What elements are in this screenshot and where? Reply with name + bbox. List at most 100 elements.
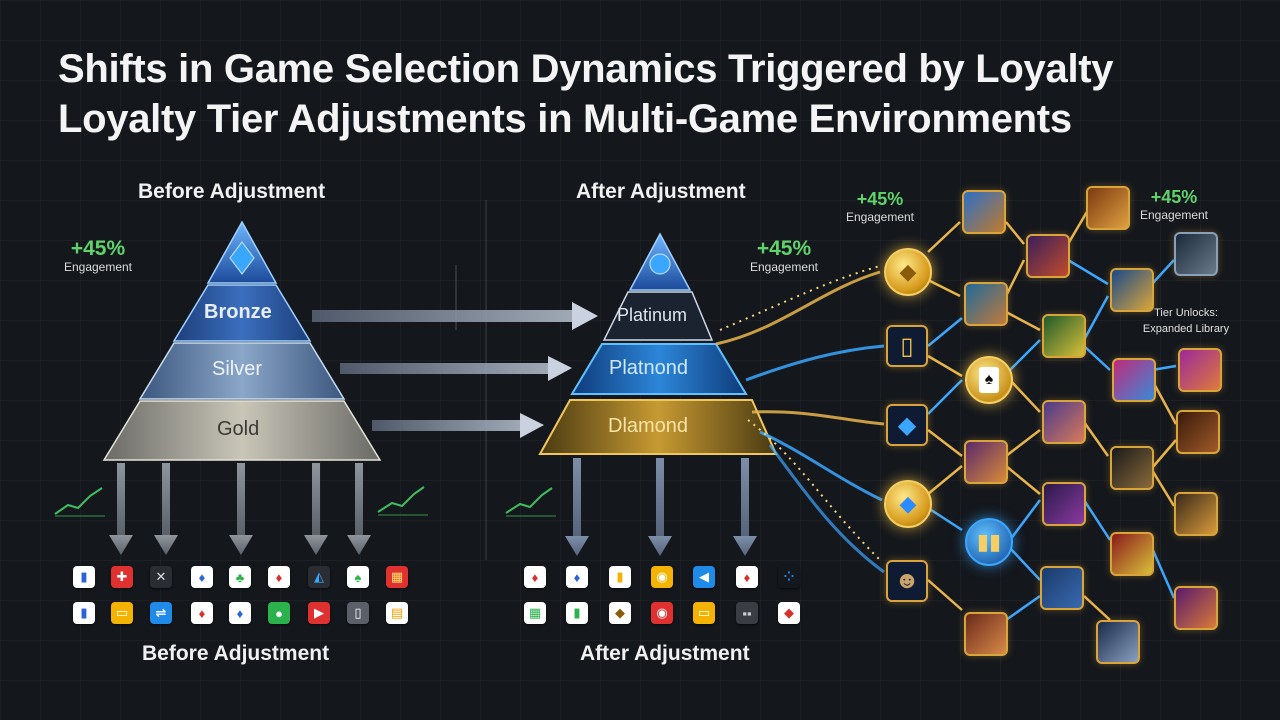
sapphire-icon[interactable]: ◆ <box>886 404 928 446</box>
card-game-icon[interactable]: ▯ <box>347 602 369 624</box>
card-game-icon[interactable]: ▮ <box>73 566 95 588</box>
before-pyramid <box>102 220 382 461</box>
card-game-icon[interactable]: ▮ <box>73 602 95 624</box>
engagement-network-right: +45% Engagement <box>1136 186 1212 222</box>
game-thumbnail[interactable] <box>1042 482 1086 526</box>
card-game-icon[interactable]: ▦ <box>386 566 408 588</box>
card-game-icon[interactable]: ● <box>268 602 290 624</box>
engagement-value: +45% <box>70 237 126 260</box>
note-line-1: Tier Unlocks: <box>1154 307 1218 319</box>
diamond-icon <box>229 241 255 275</box>
engagement-caption: Engagement <box>1139 208 1209 222</box>
game-thumbnail[interactable] <box>1086 186 1130 230</box>
game-thumbnail[interactable] <box>1040 566 1084 610</box>
game-thumbnail[interactable] <box>964 440 1008 484</box>
trend-line-icon <box>54 487 103 515</box>
card-game-icon[interactable]: ▭ <box>693 602 715 624</box>
engagement-caption: Engagement <box>749 260 819 274</box>
engagement-value: +45% <box>1150 187 1198 207</box>
card-game-icon[interactable]: ▤ <box>386 602 408 624</box>
title-line-1: Shifts in Game Selection Dynamics Trigge… <box>58 47 1114 91</box>
engagement-value: +45% <box>756 237 812 260</box>
card-game-icon[interactable]: ✚ <box>111 566 133 588</box>
game-tile-icon[interactable]: ▯ <box>886 325 928 367</box>
game-thumbnail[interactable] <box>1096 620 1140 664</box>
after-footer: After Adjustment <box>580 642 750 665</box>
before-footer: Before Adjustment <box>142 642 330 665</box>
after-pyramid <box>538 232 778 455</box>
game-thumbnail[interactable] <box>964 612 1008 656</box>
card-hub-icon[interactable]: ♠ <box>965 356 1013 404</box>
card-game-icon[interactable]: ♦ <box>524 566 546 588</box>
card-game-icon[interactable]: ▭ <box>111 602 133 624</box>
game-thumbnail[interactable] <box>1178 348 1222 392</box>
sapphire-hub-icon[interactable]: ◆ <box>884 480 932 528</box>
game-thumbnail[interactable] <box>1174 492 1218 536</box>
before-down-arrows <box>109 463 371 555</box>
tier-dlamond-label: Dlamond <box>608 415 689 437</box>
game-thumbnail[interactable] <box>1110 268 1154 312</box>
card-game-icon[interactable]: ♦ <box>191 566 213 588</box>
coin-stack-icon[interactable]: ▮▮ <box>965 518 1013 566</box>
card-game-icon[interactable]: ♦ <box>191 602 213 624</box>
engagement-network-left: +45% Engagement <box>842 188 918 224</box>
game-thumbnail[interactable] <box>1042 400 1086 444</box>
page-title: Shifts in Game Selection Dynamics Trigge… <box>58 44 1238 144</box>
card-game-icon[interactable]: ▮ <box>609 566 631 588</box>
gold-hub-icon[interactable]: ◆ <box>884 248 932 296</box>
card-game-icon[interactable]: ♦ <box>268 566 290 588</box>
network-links <box>927 209 1178 622</box>
game-thumbnail[interactable] <box>1174 232 1218 276</box>
game-thumbnail[interactable] <box>1112 358 1156 402</box>
tier-silver-band <box>138 342 346 400</box>
card-game-icon[interactable]: ▪▪ <box>736 602 758 624</box>
card-game-icon[interactable]: ♦ <box>229 602 251 624</box>
title-line-2: Loyalty Tier Adjustments in Multi-Game E… <box>58 97 1072 141</box>
tier-gold-label: Gold <box>217 418 260 440</box>
after-heading: After Adjustment <box>576 180 746 203</box>
engagement-caption: Engagement <box>63 260 133 274</box>
game-thumbnail[interactable] <box>1026 234 1070 278</box>
tier-platnond-band <box>570 343 748 395</box>
card-game-icon[interactable]: ♠ <box>347 566 369 588</box>
tier-platinum-band <box>602 291 714 341</box>
game-thumbnail[interactable] <box>964 282 1008 326</box>
card-game-icon[interactable]: ▦ <box>524 602 546 624</box>
card-game-icon[interactable]: ♦ <box>736 566 758 588</box>
tier-bronze-band <box>172 284 312 342</box>
transition-arrows <box>312 302 598 438</box>
trend-line-icon <box>377 486 425 513</box>
card-game-icon[interactable]: ▶ <box>308 602 330 624</box>
game-thumbnail[interactable] <box>1174 586 1218 630</box>
card-game-icon[interactable]: ⁘ <box>778 566 800 588</box>
flow-curves <box>715 265 885 574</box>
card-game-icon[interactable]: ◀ <box>693 566 715 588</box>
card-game-icon[interactable]: ◆ <box>609 602 631 624</box>
game-thumbnail[interactable] <box>1176 410 1220 454</box>
engagement-caption: Engagement <box>845 210 915 224</box>
card-game-icon[interactable]: ◉ <box>651 566 673 588</box>
card-game-icon[interactable]: ▮ <box>566 602 588 624</box>
game-thumbnail[interactable] <box>1110 446 1154 490</box>
tier-platnond-label: Platnond <box>609 357 688 379</box>
card-game-icon[interactable]: ✕ <box>150 566 172 588</box>
game-thumbnail[interactable] <box>1110 532 1154 576</box>
after-down-arrows <box>565 458 757 556</box>
tier-gold-band <box>102 400 382 461</box>
card-game-icon[interactable]: ◭ <box>308 566 330 588</box>
engagement-after: +45% Engagement <box>746 237 822 275</box>
card-game-icon[interactable]: ◉ <box>651 602 673 624</box>
tier-bronze-label: Bronze <box>204 301 272 323</box>
card-game-icon[interactable]: ♣ <box>229 566 251 588</box>
game-thumbnail[interactable] <box>1042 314 1086 358</box>
card-game-icon[interactable]: ♦ <box>566 566 588 588</box>
card-game-icon[interactable]: ◆ <box>778 602 800 624</box>
game-thumbnail[interactable] <box>962 190 1006 234</box>
note-line-2: Expanded Library <box>1142 323 1230 335</box>
card-game-icon[interactable]: ⇌ <box>150 602 172 624</box>
before-heading: Before Adjustment <box>138 180 326 203</box>
game-tile-icon[interactable]: ☻ <box>886 560 928 602</box>
tier-unlocks-note: Tier Unlocks: Expanded Library <box>1132 305 1240 337</box>
engagement-value: +45% <box>856 189 904 209</box>
